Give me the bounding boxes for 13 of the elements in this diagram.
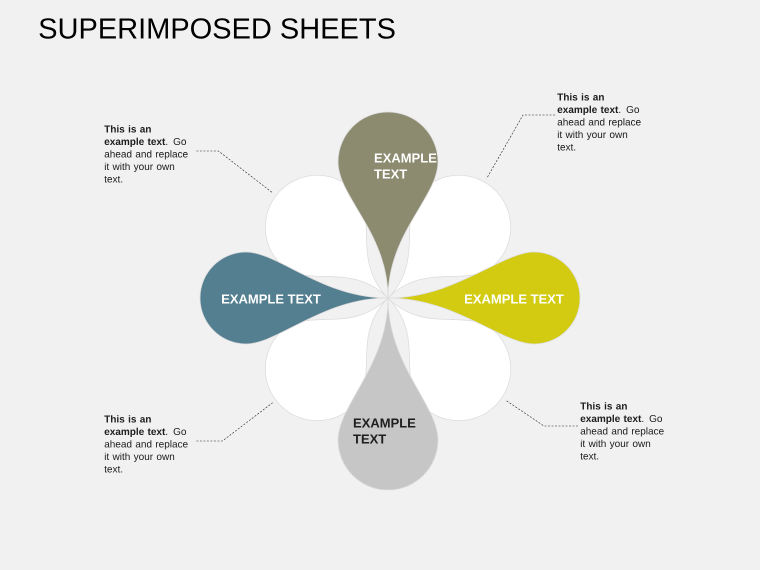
leader-line <box>196 402 273 442</box>
callout-text: This is an example text. Go ahead and replace it with your own text. <box>104 415 188 473</box>
leader-line <box>505 400 578 426</box>
petal: EXAMPLE TEXT <box>338 112 438 298</box>
title: SUPERIMPOSED SHEETS <box>40 18 395 39</box>
petal: EXAMPLE TEXT <box>200 252 388 344</box>
callout-text: This is an example text. Go ahead and replace it with your own text. <box>557 93 641 151</box>
leader-line <box>486 114 556 179</box>
petal: EXAMPLE TEXT <box>388 252 580 344</box>
callout-text: This is an example text. Go ahead and replace it with your own text. <box>104 125 188 183</box>
petal: EXAMPLE TEXT <box>338 298 438 490</box>
callout-text: This is an example text. Go ahead and replace it with your own text. <box>580 402 664 460</box>
leader-line <box>196 150 274 194</box>
